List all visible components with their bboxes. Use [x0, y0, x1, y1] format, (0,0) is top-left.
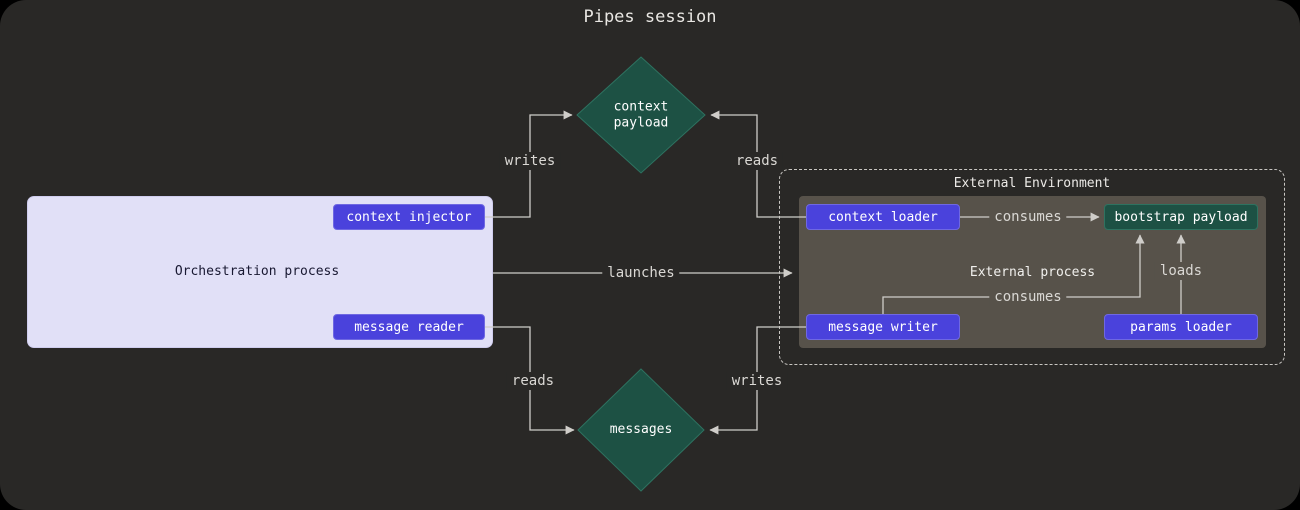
node-params-loader: params loader — [1104, 314, 1258, 340]
node-bootstrap-payload: bootstrap payload — [1104, 204, 1258, 230]
edge-label-launches: launches — [602, 264, 680, 282]
node-message-writer: message writer — [806, 314, 960, 340]
node-context-injector: context injector — [333, 204, 485, 230]
edge-label-consumes-top: consumes — [989, 208, 1067, 226]
external-environment-boundary — [779, 169, 1285, 365]
edge-label-writes-bottom: writes — [726, 372, 788, 390]
diagram-title: Pipes session — [583, 7, 717, 27]
messages-store: messages — [609, 422, 673, 438]
edge-label-consumes-bottom: consumes — [989, 288, 1067, 306]
node-message-reader: message reader — [333, 314, 485, 340]
node-context-loader: context loader — [806, 204, 960, 230]
edge-label-writes-top: writes — [499, 152, 561, 170]
edge-label-reads-bottom: reads — [506, 372, 560, 390]
edge-label-reads-top: reads — [730, 152, 784, 170]
external-environment-label: External Environment — [953, 176, 1111, 191]
orchestration-process-label: Orchestration process — [174, 264, 340, 279]
context-payload-store: context payload — [613, 99, 669, 130]
edge-label-loads: loads — [1154, 262, 1208, 280]
